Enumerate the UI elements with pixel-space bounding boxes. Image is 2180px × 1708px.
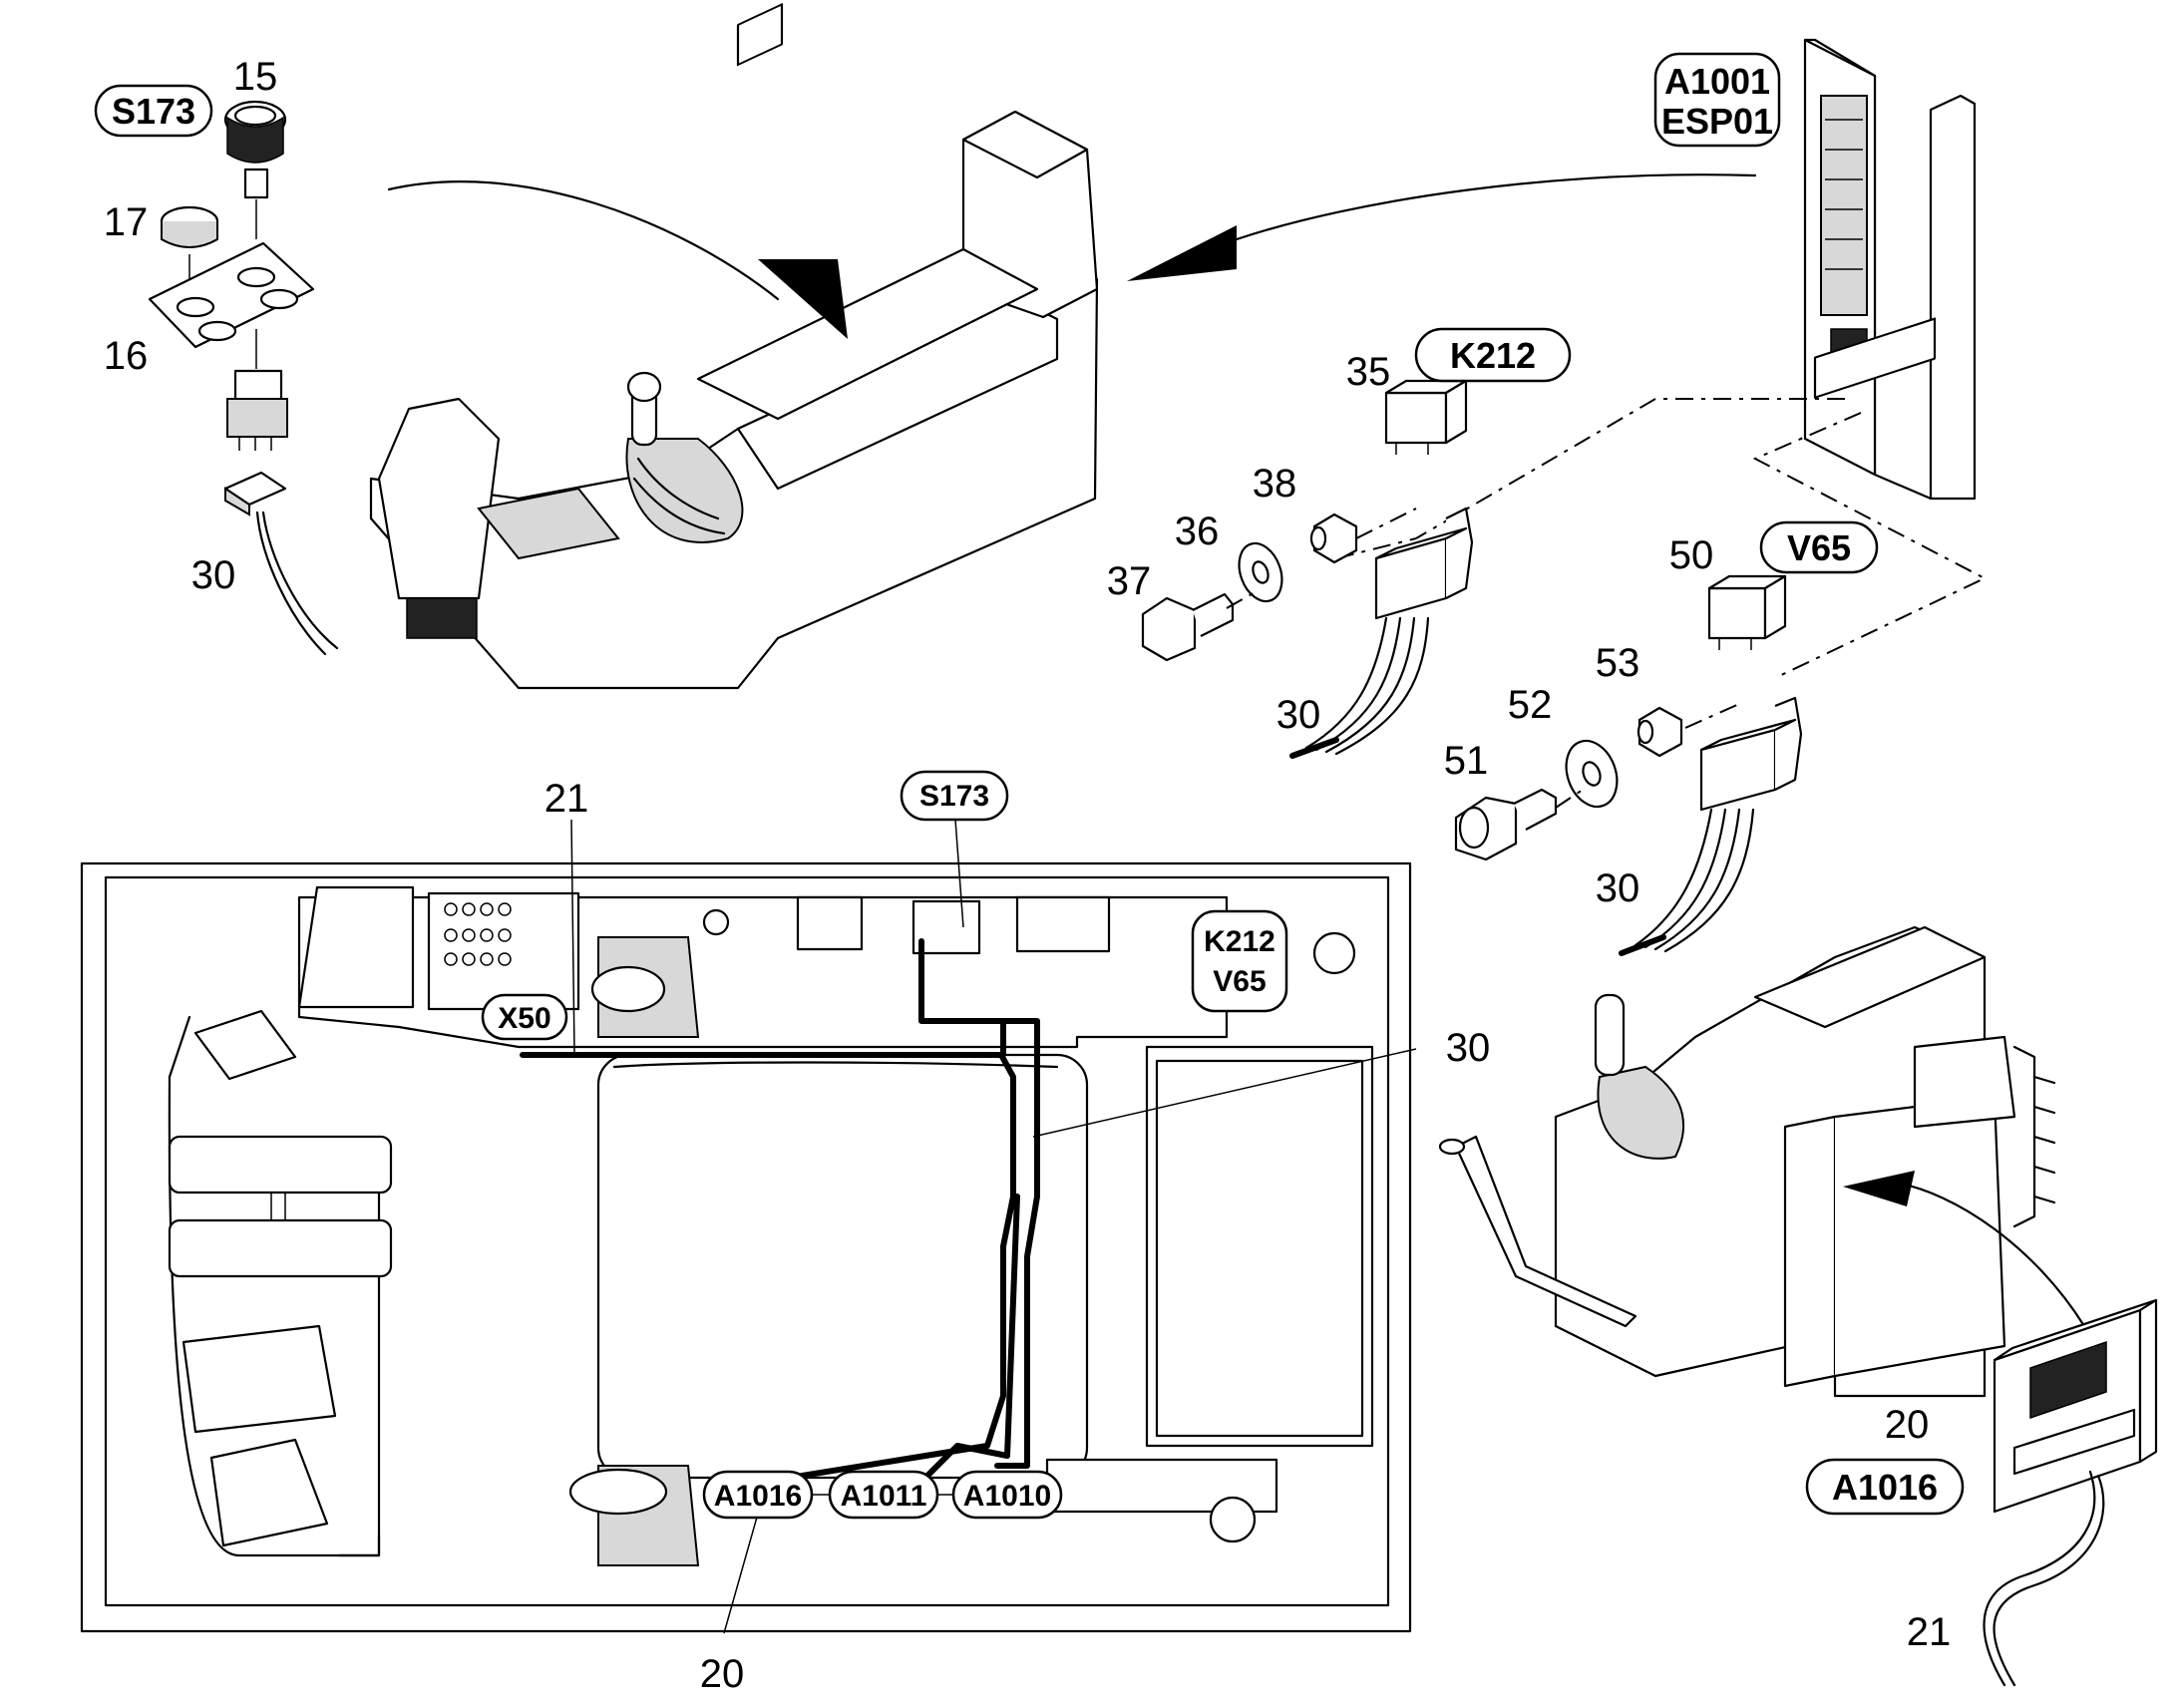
relay-k212-assembly bbox=[1141, 379, 1474, 759]
callout-s173-top: S173 bbox=[112, 91, 195, 132]
console-side-view bbox=[1438, 317, 2158, 1687]
switch-panel-buttons bbox=[444, 902, 512, 966]
callout-labels: S173 15 17 16 30 A1001 ESP01 K212 35 38 … bbox=[94, 52, 1965, 1696]
callout-a1010: A1010 bbox=[963, 1480, 1051, 1513]
callout-s173-mid: S173 bbox=[919, 780, 989, 813]
callout-30-b: 30 bbox=[1276, 693, 1321, 737]
console-assembly bbox=[369, 3, 1757, 690]
callout-30-d: 30 bbox=[1446, 1026, 1491, 1070]
callout-30-c: 30 bbox=[1596, 866, 1640, 910]
callout-k212-mid: K212 bbox=[1204, 925, 1275, 958]
callout-20-b: 20 bbox=[1885, 1403, 1930, 1447]
callout-a1001: A1001 bbox=[1664, 61, 1770, 102]
relay-v65-assembly bbox=[1454, 574, 1803, 956]
callout-15: 15 bbox=[233, 55, 278, 99]
callout-x50: X50 bbox=[498, 1002, 550, 1035]
callout-21-a: 21 bbox=[545, 777, 589, 821]
callout-16: 16 bbox=[104, 334, 149, 378]
callout-52: 52 bbox=[1508, 683, 1553, 727]
callout-a1011: A1011 bbox=[841, 1480, 927, 1513]
callout-a1016-mid: A1016 bbox=[714, 1480, 802, 1513]
leader-lines bbox=[570, 819, 1417, 1634]
callout-v65-mid: V65 bbox=[1213, 965, 1266, 998]
callout-17: 17 bbox=[104, 200, 149, 244]
callout-35: 35 bbox=[1346, 350, 1391, 394]
harness-line bbox=[520, 1018, 1016, 1489]
switch-assembly bbox=[148, 100, 339, 656]
callout-30-a: 30 bbox=[191, 553, 236, 597]
callout-v65-top: V65 bbox=[1787, 527, 1851, 568]
callout-51: 51 bbox=[1444, 739, 1489, 783]
callout-k212-top: K212 bbox=[1450, 335, 1536, 376]
callout-53: 53 bbox=[1596, 641, 1640, 685]
callout-20-a: 20 bbox=[700, 1652, 745, 1696]
callout-esp01: ESP01 bbox=[1661, 101, 1773, 142]
callout-50: 50 bbox=[1669, 533, 1714, 577]
callout-a1016-right: A1016 bbox=[1832, 1467, 1938, 1508]
callout-21-b: 21 bbox=[1907, 1610, 1952, 1654]
callout-38: 38 bbox=[1253, 462, 1297, 506]
callout-36: 36 bbox=[1175, 510, 1220, 553]
callout-37: 37 bbox=[1107, 559, 1152, 603]
